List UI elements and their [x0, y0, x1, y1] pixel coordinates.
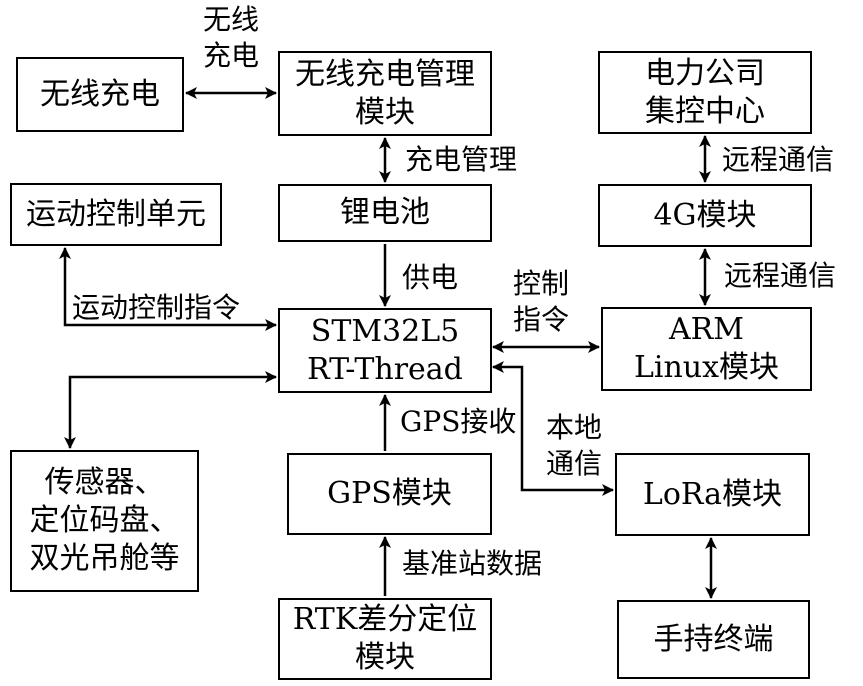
node-sensors-line2: 定位码盘、 — [29, 503, 180, 538]
node-wireless-charge: 无线充电 — [16, 57, 184, 132]
node-power-company-line1: 电力公司 — [645, 55, 765, 91]
label-charge-mgmt-text: 充电管理 — [405, 143, 518, 176]
label-motion-cmd-text: 运动控制指令 — [72, 291, 241, 324]
node-motion-unit-text: 运动控制单元 — [26, 196, 206, 232]
node-wireless-mgmt-line2: 模块 — [355, 94, 415, 130]
node-sensors: 传感器、 定位码盘、 双光吊舱等 — [10, 450, 199, 592]
edge-sensors — [64, 371, 277, 449]
edge-motion-cmd — [59, 247, 277, 331]
node-rtk-module: RTK差分定位 模块 — [278, 598, 492, 680]
node-arm-linux-line2: Linux模块 — [633, 350, 780, 385]
node-battery: 锂电池 — [278, 184, 492, 242]
label-control-cmd-line2: 指令 — [512, 303, 569, 336]
node-wireless-mgmt-line1: 无线充电管理 — [295, 56, 475, 92]
node-motion-unit: 运动控制单元 — [10, 183, 222, 246]
label-gps-recv: GPS接收 — [400, 404, 516, 440]
node-mcu-line2: RT-Thread — [307, 351, 463, 387]
node-gps-module-text: GPS模块 — [327, 476, 452, 511]
label-wireless-charge: 无线 充电 — [194, 2, 268, 74]
label-remote-comm-1: 远程通信 — [722, 142, 834, 178]
node-mcu-line1: STM32L5 — [310, 313, 460, 349]
node-lora-module-text: LoRa模块 — [642, 476, 783, 512]
label-remote-comm-2-text: 远程通信 — [724, 259, 837, 292]
edge-local-comm — [492, 361, 614, 496]
label-ref-station-text: 基准站数据 — [402, 547, 543, 580]
node-power-company: 电力公司 集控中心 — [598, 51, 812, 134]
label-wireless-charge-line1: 无线 — [202, 3, 259, 36]
node-handheld: 手持终端 — [617, 600, 810, 679]
node-sensors-line3: 双光吊舱等 — [29, 541, 180, 576]
node-lora-module: LoRa模块 — [615, 453, 810, 536]
node-gps-module: GPS模块 — [287, 453, 492, 535]
node-battery-text: 锂电池 — [340, 195, 430, 230]
node-mcu: STM32L5 RT-Thread — [278, 308, 492, 393]
label-local-comm: 本地 通信 — [538, 410, 610, 482]
label-gps-recv-text: GPS接收 — [400, 405, 517, 438]
label-power-supply: 供电 — [402, 260, 458, 296]
label-control-cmd: 控制 指令 — [505, 266, 577, 338]
label-remote-comm-2: 远程通信 — [724, 258, 836, 294]
node-wireless-charge-text: 无线充电 — [40, 76, 160, 112]
label-local-comm-line1: 本地 — [545, 411, 602, 444]
label-wireless-charge-line2: 充电 — [202, 39, 259, 72]
label-remote-comm-1-text: 远程通信 — [722, 143, 835, 176]
node-sensors-line1: 传感器、 — [44, 465, 165, 500]
node-rtk-module-line2: 模块 — [355, 640, 415, 675]
node-power-company-line2: 集控中心 — [645, 93, 765, 129]
node-handheld-text: 手持终端 — [653, 621, 774, 657]
node-rtk-module-line1: RTK差分定位 — [292, 602, 478, 637]
label-power-supply-text: 供电 — [402, 261, 459, 294]
label-local-comm-line2: 通信 — [545, 447, 602, 480]
node-4g-module: 4G模块 — [598, 184, 812, 247]
node-arm-linux-line1: ARM — [669, 312, 744, 347]
node-4g-module-text: 4G模块 — [653, 197, 757, 233]
label-charge-mgmt: 充电管理 — [405, 142, 517, 178]
node-arm-linux: ARM Linux模块 — [601, 307, 812, 391]
node-wireless-mgmt: 无线充电管理 模块 — [278, 51, 492, 136]
label-motion-cmd: 运动控制指令 — [72, 290, 240, 326]
label-control-cmd-line1: 控制 — [512, 267, 569, 300]
label-ref-station: 基准站数据 — [402, 546, 542, 582]
